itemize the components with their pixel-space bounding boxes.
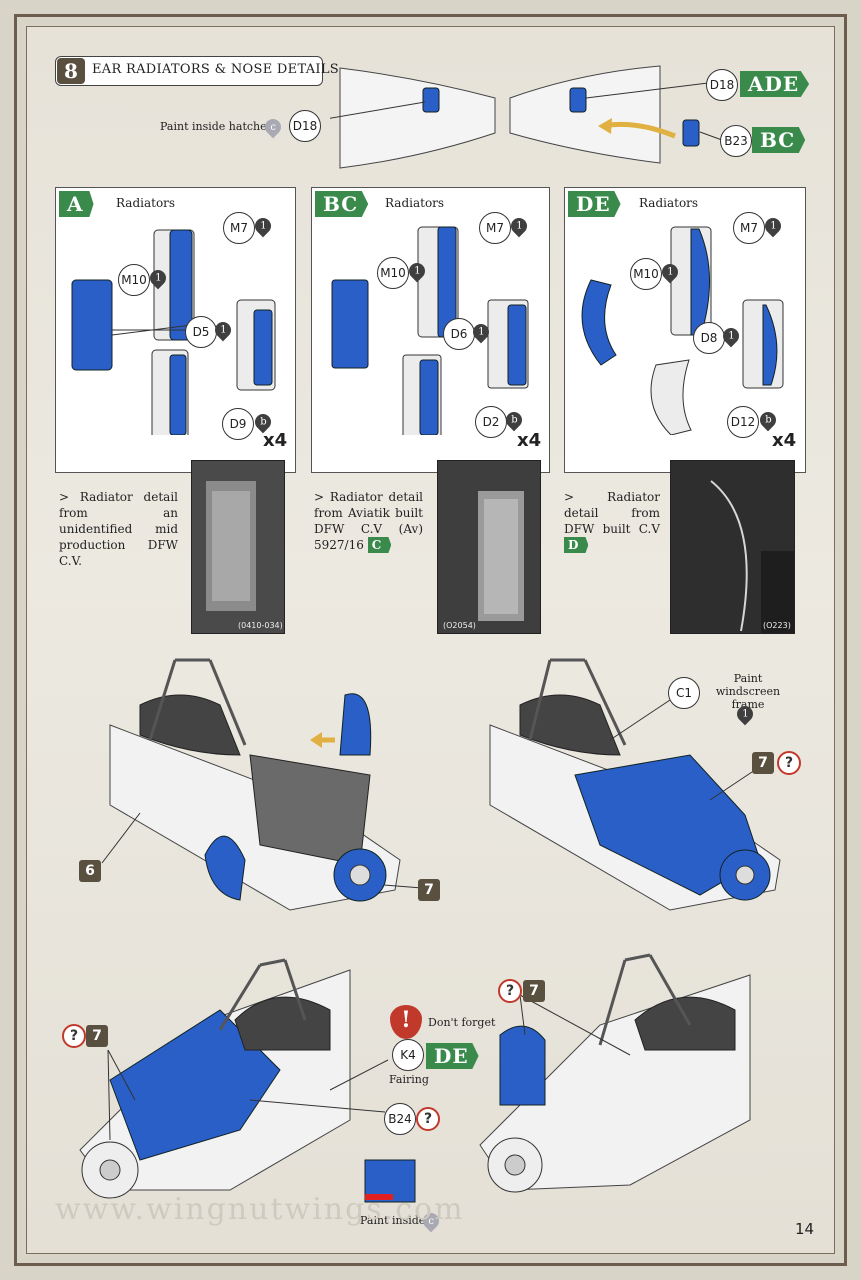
label-7-bottom-right: 7 xyxy=(523,980,545,1002)
variant-tag-bc: BC xyxy=(752,127,806,153)
nose-assembly-bottom-left-illustration xyxy=(79,958,416,1203)
question-icon-bottom-left: ? xyxy=(62,1024,86,1048)
part-label-c1: C1 xyxy=(668,677,700,709)
hatch-part-b23 xyxy=(682,119,700,147)
website-watermark: www.wingnutwings.com xyxy=(55,1192,465,1227)
part-label-b24: B24 xyxy=(384,1103,416,1135)
label-7-middle-right: 7 xyxy=(752,752,774,774)
photo-a-code: (0410-034) xyxy=(238,621,283,630)
panel-a-part-m10: M10 xyxy=(118,264,150,296)
panel-a-part-m7: M7 xyxy=(223,212,255,244)
caption-bc: > Radiator detail from Aviatik built DFW… xyxy=(314,490,423,553)
label-6: 6 xyxy=(79,860,101,882)
page-border xyxy=(14,14,847,1266)
paint-inside-label: Paint inside xyxy=(360,1214,426,1227)
hatch-right xyxy=(569,87,587,113)
part-label-k4: K4 xyxy=(392,1039,424,1071)
panel-a-multiplier: x4 xyxy=(263,430,288,451)
step-number: 8 xyxy=(57,58,85,84)
page-number: 14 xyxy=(795,1220,815,1238)
panel-de-part-m7: M7 xyxy=(733,212,765,244)
label-7-bottom-left: 7 xyxy=(86,1025,108,1047)
photo-de xyxy=(670,460,795,634)
step-header xyxy=(55,56,323,86)
question-icon-middle: ? xyxy=(777,751,801,775)
photo-bc-code: (O2054) xyxy=(443,621,476,630)
paint-windscreen-label: Paint windscreen frame xyxy=(715,672,781,711)
caption-de: > Radiator detail from DFW built C.V D xyxy=(564,490,660,553)
part-label-d18-left: D18 xyxy=(289,110,321,142)
panel-de-part-m10: M10 xyxy=(630,258,662,290)
question-icon-b24: ? xyxy=(416,1107,440,1131)
question-icon-bottom-right: ? xyxy=(498,979,522,1003)
fairing-label: Fairing xyxy=(389,1073,429,1086)
caption-de-variant-tag: D xyxy=(564,537,589,553)
panel-de-variant-tag: DE xyxy=(568,191,621,217)
panel-a-label: Radiators xyxy=(116,196,176,210)
panel-bc-variant-tag: BC xyxy=(315,191,369,217)
paint-inside-hatches-label: Paint inside hatches xyxy=(160,120,273,133)
fuselage-top-illustration xyxy=(330,65,723,169)
photo-de-code: (O223) xyxy=(763,621,791,630)
panel-de-part-d8: D8 xyxy=(693,322,725,354)
nose-assembly-right-illustration xyxy=(489,658,781,911)
photo-a xyxy=(191,460,285,634)
panel-bc-part-d6: D6 xyxy=(443,318,475,350)
label-7-middle-left: 7 xyxy=(418,879,440,901)
step-title: EAR RADIATORS & NOSE DETAILS xyxy=(92,62,339,77)
panel-de-radiators-illustration xyxy=(581,226,784,435)
dont-forget-label: Don't forget xyxy=(428,1016,496,1029)
panel-bc-label: Radiators xyxy=(385,196,445,210)
part-label-d18-right: D18 xyxy=(706,69,738,101)
part-label-b23: B23 xyxy=(720,125,752,157)
panel-bc-part-d2: D2 xyxy=(475,406,507,438)
panel-bc-part-m7: M7 xyxy=(479,212,511,244)
panel-a-radiators-illustration xyxy=(71,229,276,435)
nose-assembly-left-illustration xyxy=(101,658,423,911)
photo-bc xyxy=(437,460,541,634)
panel-a-variant-tag: A xyxy=(59,191,94,217)
panel-a-part-d5: D5 xyxy=(185,316,217,348)
variant-tag-ade: ADE xyxy=(740,71,810,97)
caption-a: > Radiator detail from an unidentified m… xyxy=(59,490,178,568)
warning-icon: ! xyxy=(390,1005,422,1039)
panel-a-part-d9: D9 xyxy=(222,408,254,440)
caption-bc-variant-tag: C xyxy=(367,537,392,553)
panel-de-label: Radiators xyxy=(639,196,699,210)
panel-de-multiplier: x4 xyxy=(772,430,797,451)
panel-bc-multiplier: x4 xyxy=(517,430,542,451)
panel-bc-part-m10: M10 xyxy=(377,257,409,289)
variant-tag-k4-de: DE xyxy=(426,1043,479,1069)
panel-bc-radiators-illustration xyxy=(331,226,529,435)
nose-assembly-bottom-right-illustration xyxy=(479,953,751,1193)
panel-de-part-d12: D12 xyxy=(727,406,759,438)
hatch-left xyxy=(422,87,440,113)
